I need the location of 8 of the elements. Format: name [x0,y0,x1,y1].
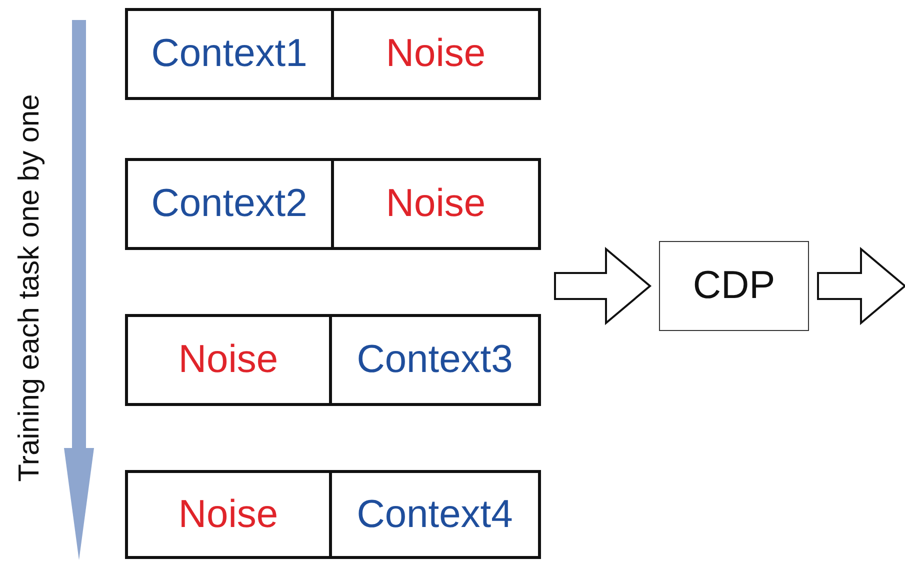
hollow-arrow [554,246,652,326]
segment-cell: Context2 [125,158,334,250]
segment-cell: Noise [125,314,332,406]
axis-label: Training each task one by one [14,94,46,482]
segment-cell: Noise [125,470,332,559]
hollow-arrow [817,246,905,326]
process-box: CDP [659,241,809,331]
segment-cell: Context1 [125,8,334,100]
